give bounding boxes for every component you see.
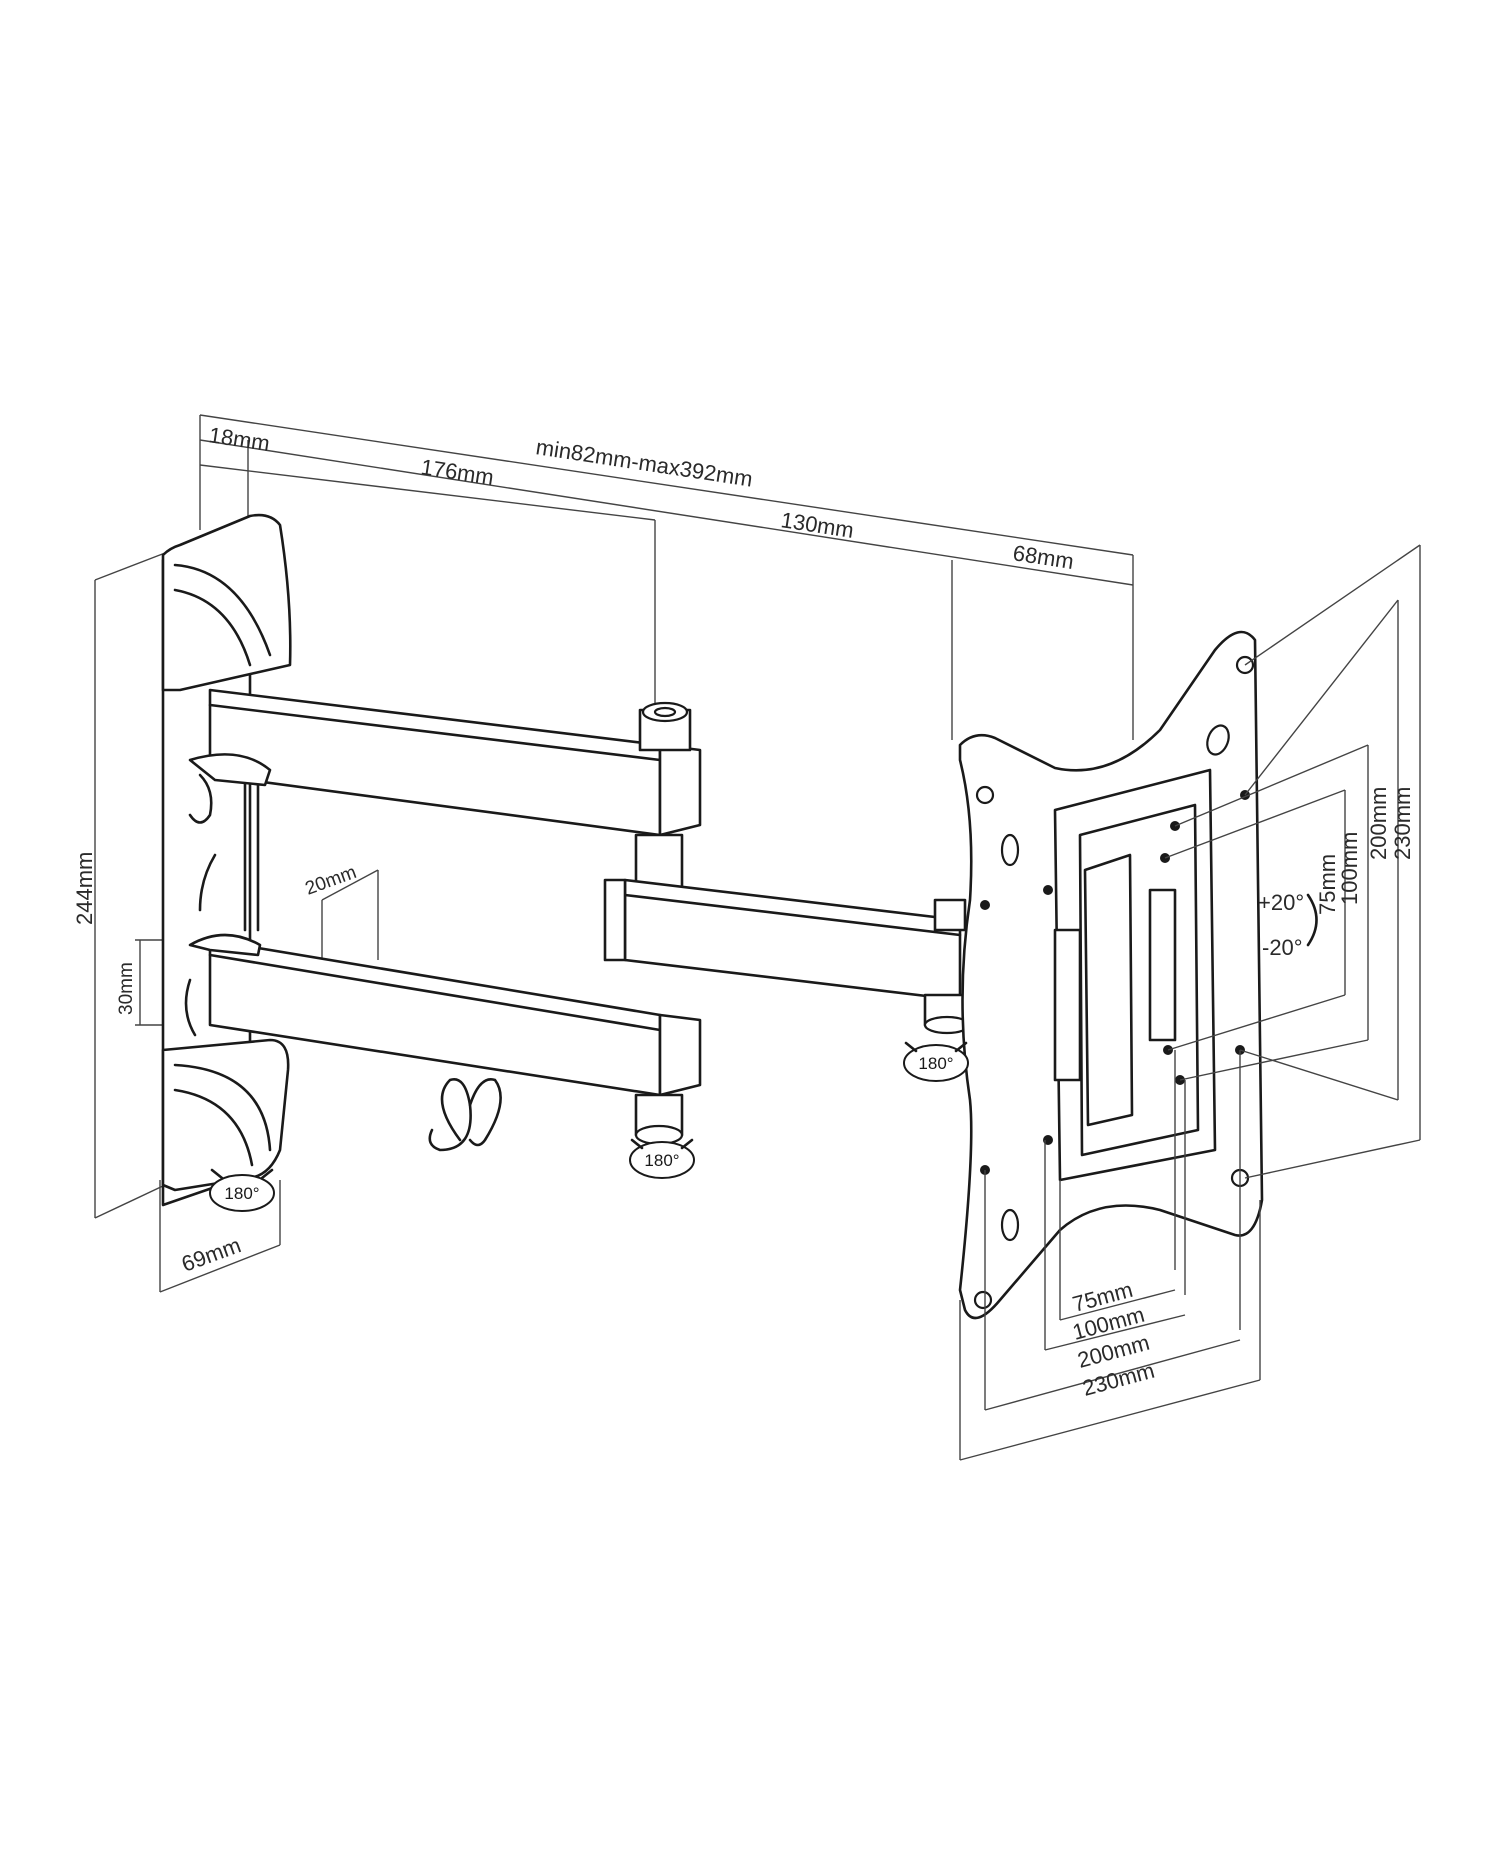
vesa-230-vertical-label: 230mm xyxy=(1390,787,1415,860)
arm-height-label: 30mm xyxy=(116,962,137,1015)
rotation-badge-plate: 180° xyxy=(903,1041,969,1082)
lower-arm xyxy=(188,933,702,1152)
extension-range-label: min82mm-max392mm xyxy=(534,434,754,491)
upper-arm xyxy=(188,688,702,912)
tilt-up-label: +20° xyxy=(1258,890,1304,915)
wall-depth-label: 18mm xyxy=(207,422,271,456)
wall-bracket xyxy=(161,513,292,1207)
second-arm xyxy=(603,878,972,1035)
top-dimension-lines xyxy=(199,414,1134,740)
bracket-width-label: 69mm xyxy=(178,1232,244,1276)
vesa-dimension-lines xyxy=(959,544,1421,1461)
vesa-75-vertical-label: 75mm xyxy=(1315,854,1340,915)
vesa-200-vertical-label: 200mm xyxy=(1366,787,1391,860)
tilt-down-label: -20° xyxy=(1262,935,1303,960)
bracket-height-label: 244mm xyxy=(72,852,97,925)
vesa-plate xyxy=(958,630,1264,1320)
vesa-100-vertical-label: 100mm xyxy=(1337,832,1362,905)
rotation-badge-wall: 180° xyxy=(209,1168,275,1212)
rotation-plate-label: 180° xyxy=(918,1054,953,1073)
arm-width-label: 20mm xyxy=(303,862,360,900)
rotation-badge-elbow: 180° xyxy=(629,1138,695,1179)
tilt-arrow-icon xyxy=(1306,893,1318,947)
arm1-length-label: 176mm xyxy=(419,454,495,490)
left-dimension-lines xyxy=(94,552,379,1293)
arm2-length-label: 130mm xyxy=(779,507,855,543)
rotation-wall-label: 180° xyxy=(224,1184,259,1203)
rotation-elbow-label: 180° xyxy=(644,1151,679,1170)
